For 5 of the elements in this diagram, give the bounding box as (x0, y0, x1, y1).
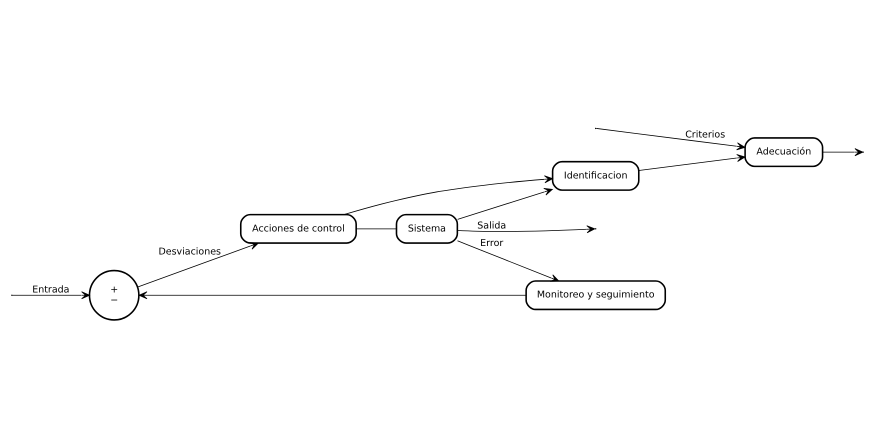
edge-label: Desviaciones (158, 246, 222, 258)
edge-label: Entrada (32, 284, 70, 296)
edge-label: Salida (477, 220, 506, 232)
edge-label: Error (480, 237, 504, 248)
edge-label: Criterios (685, 129, 726, 140)
